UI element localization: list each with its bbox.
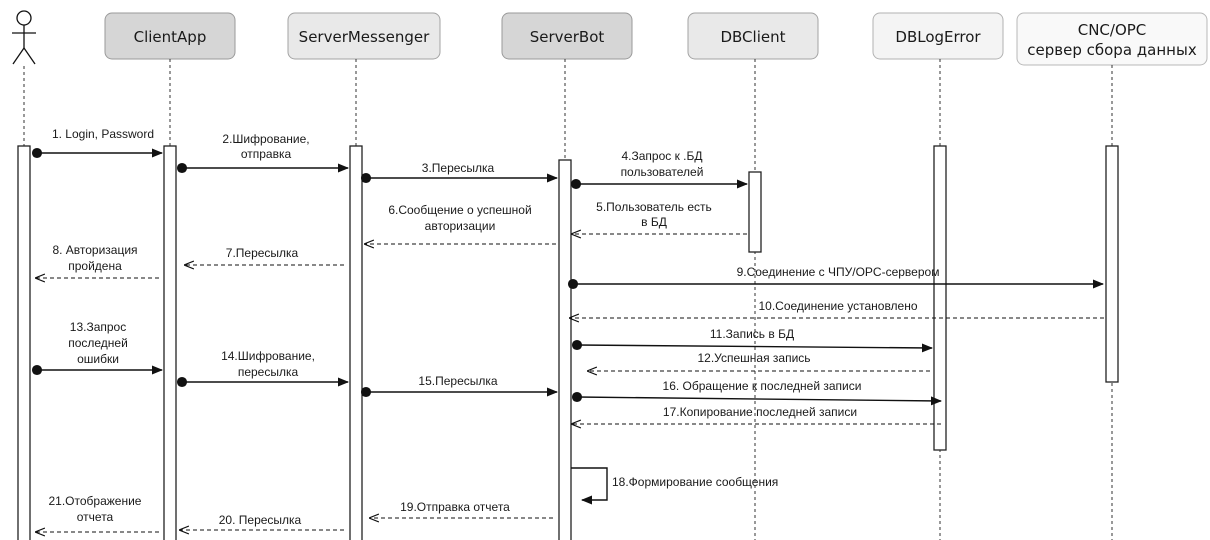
participant-label: DBLogError: [895, 28, 981, 46]
activation-dbclient: [748, 171, 762, 253]
msg-20: 20. Пересылка: [180, 513, 344, 530]
msg-21: 21.Отображение отчета: [36, 494, 159, 532]
message-label: пересылка: [238, 365, 299, 379]
activations: [17, 145, 1119, 540]
message-label: 8. Авторизация: [52, 243, 137, 257]
message-label: в БД: [641, 215, 667, 229]
msg-9: 9.Соединение с ЧПУ/OPC-сервером: [567, 265, 1105, 290]
participant-label: ServerMessenger: [299, 28, 430, 46]
participant-box: [501, 12, 633, 60]
message-label: пройдена: [68, 259, 122, 273]
message-label: 17.Копирование последней записи: [663, 405, 857, 419]
msg-18: 18.Формирование сообщения: [571, 467, 778, 505]
message-label: отправка: [241, 147, 292, 161]
participant-label: ClientApp: [134, 28, 207, 46]
msg-16: 16. Обращение к последней записи: [571, 379, 943, 406]
msg-1: 1. Login, Password: [31, 127, 164, 159]
participant-dblog: DBLogError: [872, 12, 1004, 60]
participant-box: [687, 12, 819, 60]
message-label: 10.Соединение установлено: [758, 299, 917, 313]
msg-15: 15.Пересылка: [360, 374, 559, 398]
message-label: последней: [68, 336, 128, 350]
participant-label: DBClient: [720, 28, 785, 46]
participant-client: ClientApp: [104, 12, 236, 60]
activation-srvbot: [558, 159, 572, 540]
message-label: 13.Запрос: [70, 320, 126, 334]
msg-14: 14.Шифрование, пересылка: [176, 349, 350, 388]
message-label: 14.Шифрование,: [221, 349, 315, 363]
message-label: 9.Соединение с ЧПУ/OPC-сервером: [737, 265, 940, 279]
message-label: 15.Пересылка: [418, 374, 497, 388]
message-label: ошибки: [77, 352, 119, 366]
msg-13: 13.Запрос последней ошибки: [31, 320, 164, 376]
participant-srvbot: ServerBot: [501, 12, 633, 60]
message-label: 16. Обращение к последней записи: [663, 379, 862, 393]
message-arrow: [571, 339, 934, 353]
msg-7: 7.Пересылка: [185, 246, 344, 265]
message-label: 11.Запись в БД: [710, 327, 794, 341]
message-label: 4.Запрос к .БД: [621, 149, 702, 163]
msg-19: 19.Отправка отчета: [370, 500, 553, 518]
message-label: 3.Пересылка: [422, 161, 495, 175]
participant-label: CNC/OPC: [1078, 21, 1147, 39]
activation-cnc: [1105, 145, 1119, 383]
message-label: 6.Сообщение о успешной: [388, 203, 531, 217]
message-label: 12.Успешная запись: [697, 351, 810, 365]
participant-dbclient: DBClient: [687, 12, 819, 60]
msg-5: 5.Пользователь есть в БД: [572, 200, 747, 234]
participant-sublabel: сервер сбора данных: [1027, 41, 1197, 59]
msg-3: 3.Пересылка: [360, 161, 559, 184]
participant-box: [872, 12, 1004, 60]
msg-12: 12.Успешная запись: [588, 351, 930, 371]
participant-srvmsg: ServerMessenger: [287, 12, 441, 60]
message-label: пользователей: [621, 165, 704, 179]
msg-11: 11.Запись в БД: [571, 327, 934, 353]
msg-2: 2.Шифрование, отправка: [176, 132, 350, 174]
activation-actor: [17, 145, 31, 540]
message-label: 21.Отображение: [49, 494, 142, 508]
message-label: 2.Шифрование,: [222, 132, 309, 146]
message-label: отчета: [77, 510, 114, 524]
participant-cnc: CNC/OPC сервер сбора данных: [1016, 12, 1208, 66]
message-arrow: [571, 391, 943, 406]
msg-6: 6.Сообщение о успешной авторизации: [365, 203, 556, 244]
self-message-arrow: [571, 467, 608, 505]
activation-srvmsg: [349, 145, 363, 540]
actor-figure: [12, 10, 36, 65]
msg-10: 10.Соединение установлено: [570, 299, 1104, 318]
message-label: 5.Пользователь есть: [596, 200, 712, 214]
message-label: 18.Формирование сообщения: [612, 475, 778, 489]
msg-8: 8. Авторизация пройдена: [36, 243, 159, 278]
message-label: 19.Отправка отчета: [400, 500, 510, 514]
activation-client: [163, 145, 177, 540]
participant-box: [287, 12, 441, 60]
message-label: 7.Пересылка: [226, 246, 299, 260]
participant-label: ServerBot: [530, 28, 605, 46]
message-label: авторизации: [425, 219, 496, 233]
message-label: 1. Login, Password: [52, 127, 154, 141]
activation-dblog: [933, 145, 947, 451]
msg-4: 4.Запрос к .БД пользователей: [570, 149, 749, 190]
msg-17: 17.Копирование последней записи: [572, 405, 941, 424]
message-label: 20. Пересылка: [219, 513, 302, 527]
